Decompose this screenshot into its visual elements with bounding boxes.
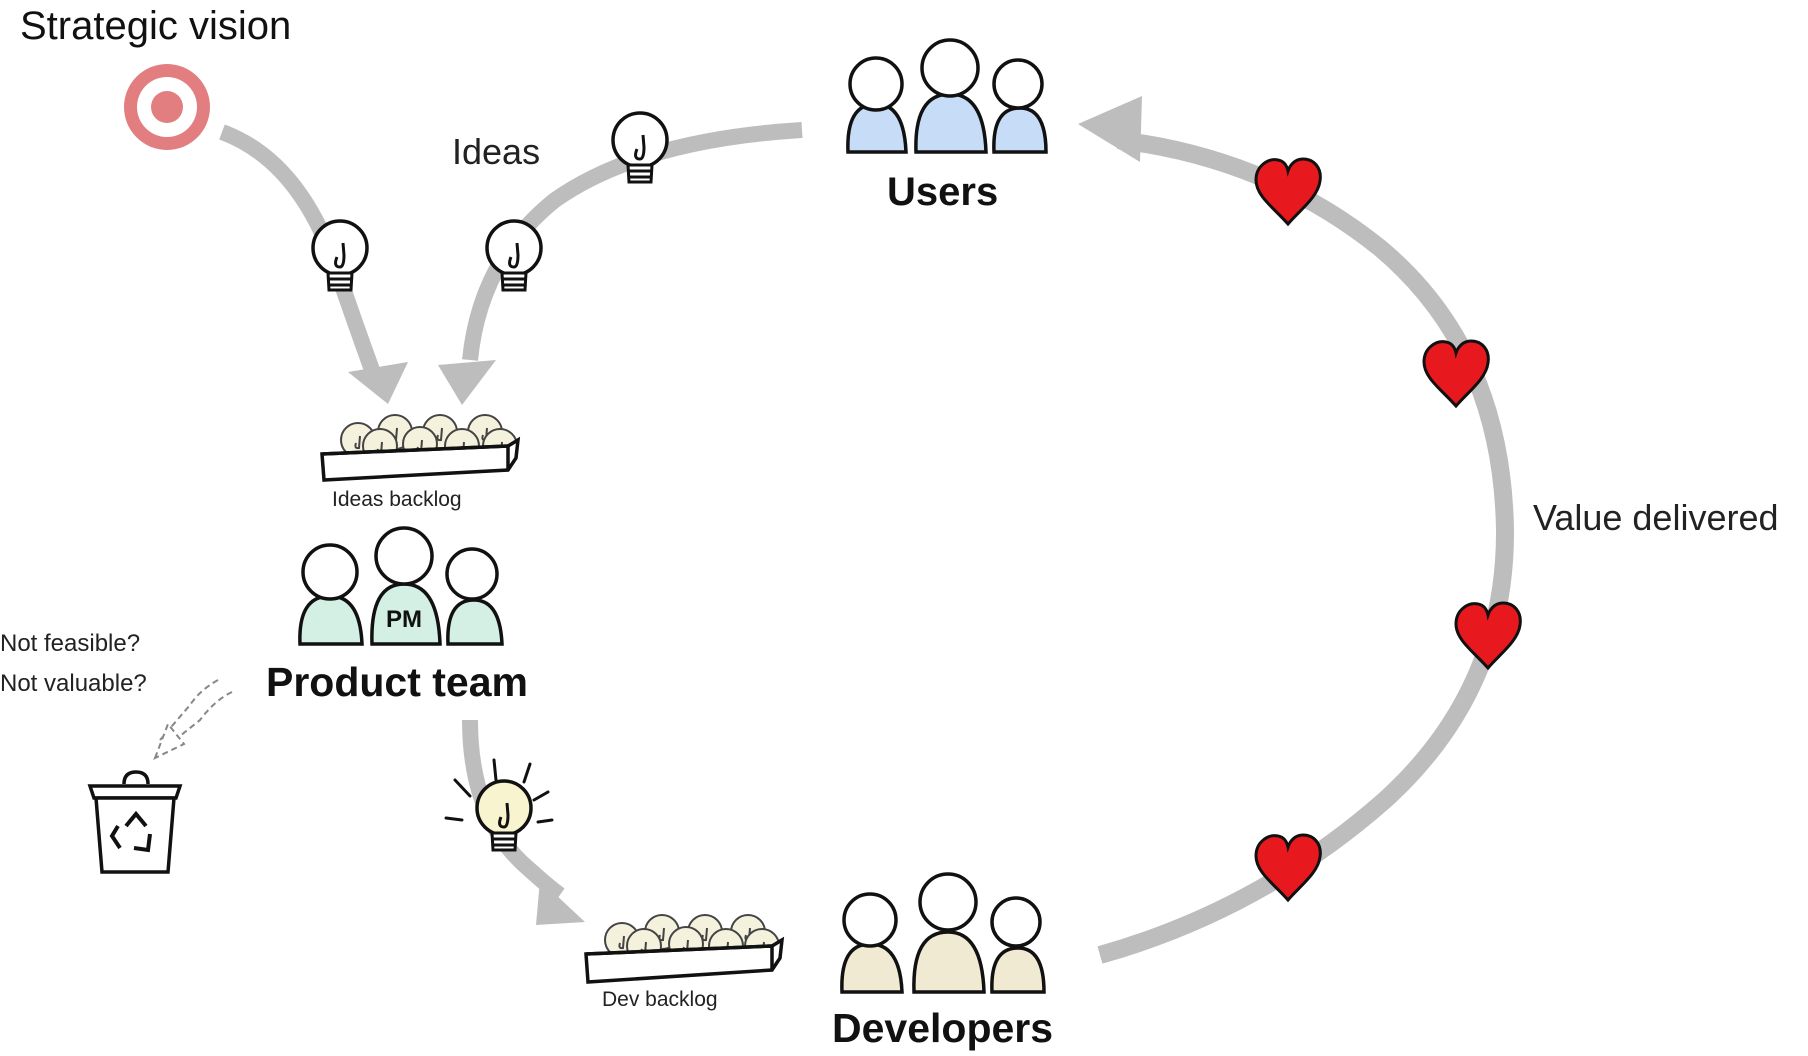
heart-icon [1254,157,1322,226]
ideas-backlog-box-icon [320,414,521,482]
value-delivered-label: Value delivered [1533,497,1779,538]
heart-icon [1454,601,1522,670]
vision-to-backlog-arrow [219,124,408,404]
product-team-label: Product team [266,659,528,705]
trash-can-icon [87,770,183,874]
ideas-label: Ideas [452,131,541,172]
recycle-icon [109,810,152,853]
strategic-vision-label: Strategic vision [20,4,292,48]
product-team-group-icon: PM [298,526,504,646]
ideas-backlog-label: Ideas backlog [332,488,462,511]
not-feasible-label: Not feasible? [0,630,141,657]
discard-to-trash-arrow [153,679,233,760]
pm-badge: PM [386,606,422,633]
product-to-dev-arrow [462,719,585,925]
not-valuable-label: Not valuable? [0,670,147,697]
developers-group-icon [840,872,1046,994]
dev-backlog-label: Dev backlog [602,988,718,1011]
users-group-icon [846,38,1048,154]
users-label: Users [887,170,999,214]
lightbulb-lit-icon [444,758,554,852]
dev-backlog-box-icon [584,914,785,984]
lightbulb-icon [311,219,369,292]
target-icon [124,64,210,150]
users-to-backlog-arrow [438,122,803,405]
value-delivered-loop-arrow [1078,96,1515,964]
developers-label: Developers [832,1005,1054,1051]
